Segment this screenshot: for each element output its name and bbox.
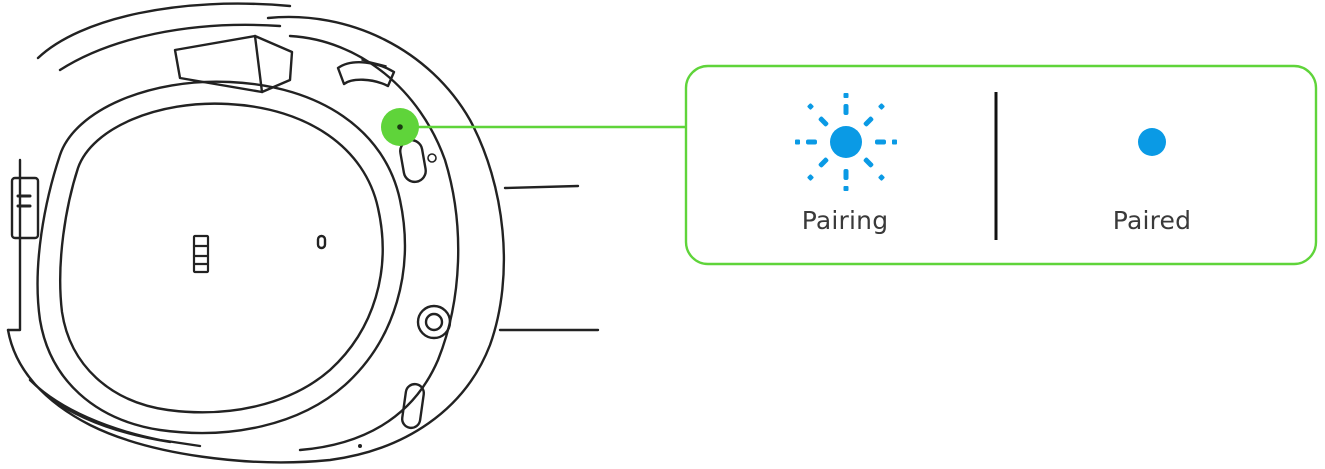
side-arm: [6, 158, 22, 332]
usb-c-port: [400, 382, 426, 430]
power-button-mark: [361, 59, 387, 67]
headband-stem-upper: [503, 184, 580, 190]
callout-border: [684, 64, 1318, 266]
earcup-shell: [6, 15, 506, 464]
audio-jack-outer: [416, 304, 452, 340]
mic-hole: [316, 234, 327, 250]
solid-blue-led-icon: [1138, 128, 1166, 156]
headset-earcup: [6, 2, 600, 464]
slider-block-edge: [253, 34, 264, 94]
bottom-mic-dot: [358, 444, 362, 448]
side-arm-mark: [16, 194, 32, 208]
headband-inner: [58, 23, 282, 72]
side-arm-plate: [10, 176, 40, 240]
callout-box: [684, 64, 1318, 266]
power-button: [336, 61, 396, 88]
headband: [36, 2, 292, 60]
blinking-blue-led-icon: [795, 93, 897, 191]
function-button-indicator: [427, 153, 437, 163]
earcup-face-inner: [59, 102, 384, 414]
led-dot: [397, 124, 403, 130]
lower-arm-inner: [48, 396, 172, 444]
pairing-label: Pairing: [801, 206, 889, 235]
paired-label: Paired: [1112, 206, 1192, 235]
audio-jack-inner: [424, 312, 444, 332]
led-highlight: [381, 108, 419, 146]
brand-logo-mark: [192, 234, 210, 274]
earcup-shell-inner: [288, 34, 460, 452]
earcup-face-outer: [36, 80, 407, 435]
